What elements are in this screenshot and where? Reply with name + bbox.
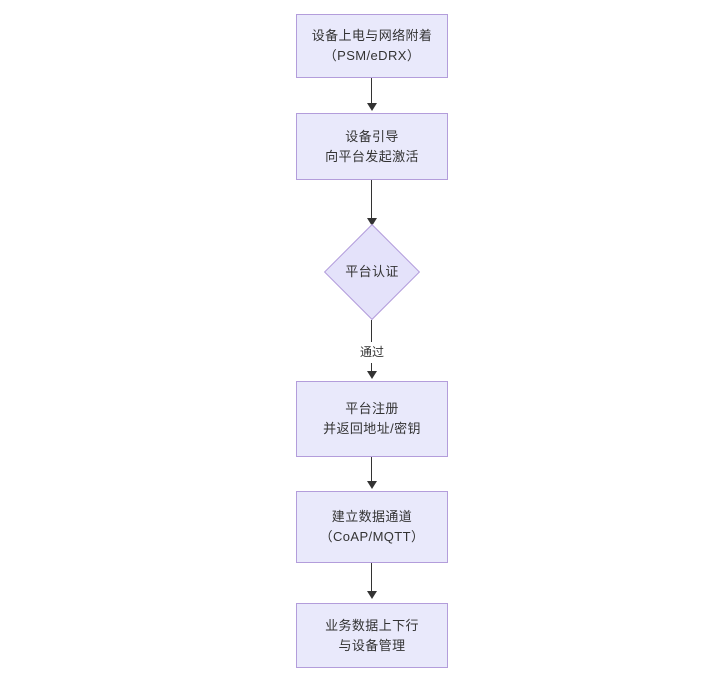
node-data-channel[interactable]: 建立数据通道 （CoAP/MQTT） (296, 491, 448, 563)
connector-bootstrap-to-platform-auth (371, 180, 372, 222)
node-power-on-line1: 设备上电与网络附着 (311, 28, 433, 43)
connector-power-on-to-bootstrap (371, 78, 372, 105)
arrowhead-data-channel-to-service-data (367, 591, 377, 599)
node-platform-register[interactable]: 平台注册 并返回地址/密钥 (296, 381, 448, 457)
arrowhead-power-on-to-bootstrap (367, 103, 377, 111)
arrowhead-platform-auth-to-register (367, 371, 377, 379)
arrowhead-bootstrap-to-platform-auth (367, 218, 377, 226)
node-bootstrap-line1: 设备引导 (345, 128, 399, 144)
node-platform-register-line2: 并返回地址/密钥 (323, 421, 421, 436)
node-power-on[interactable]: 设备上电与网络附着 （PSM/eDRX） (296, 14, 448, 78)
connector-register-to-data-channel (371, 457, 372, 483)
node-bootstrap[interactable]: 设备引导 向平台发起激活 (296, 113, 448, 180)
node-bootstrap-line2: 向平台发起激活 (325, 148, 419, 164)
node-data-channel-line1: 建立数据通道 (331, 509, 413, 524)
edge-label-pass: 通过 (354, 342, 390, 363)
node-data-channel-line2: （CoAP/MQTT） (319, 529, 425, 544)
node-power-on-line2: （PSM/eDRX） (323, 48, 421, 63)
connector-data-channel-to-service-data (371, 563, 372, 593)
node-service-data[interactable]: 业务数据上下行 与设备管理 (296, 603, 448, 668)
node-service-data-line2: 与设备管理 (338, 637, 406, 653)
edge-label-pass-text: 通过 (359, 345, 384, 359)
node-platform-auth[interactable] (323, 223, 421, 321)
arrowhead-register-to-data-channel (367, 481, 377, 489)
node-service-data-line1: 业务数据上下行 (325, 617, 419, 633)
node-platform-register-line1: 平台注册 (345, 401, 399, 416)
